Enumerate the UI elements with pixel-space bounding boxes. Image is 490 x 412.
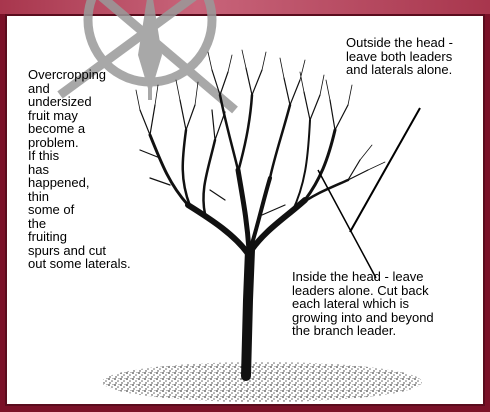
annotation-inside-head: Inside the head - leave leaders alone. C… (292, 270, 482, 338)
annotation-overcropping: Overcropping and undersized fruit may be… (28, 68, 148, 271)
pointer-inside-head (318, 170, 376, 278)
annotation-outside-head: Outside the head - leave both leaders an… (346, 36, 482, 77)
pointer-outside-head (350, 108, 420, 232)
ground (102, 362, 422, 402)
